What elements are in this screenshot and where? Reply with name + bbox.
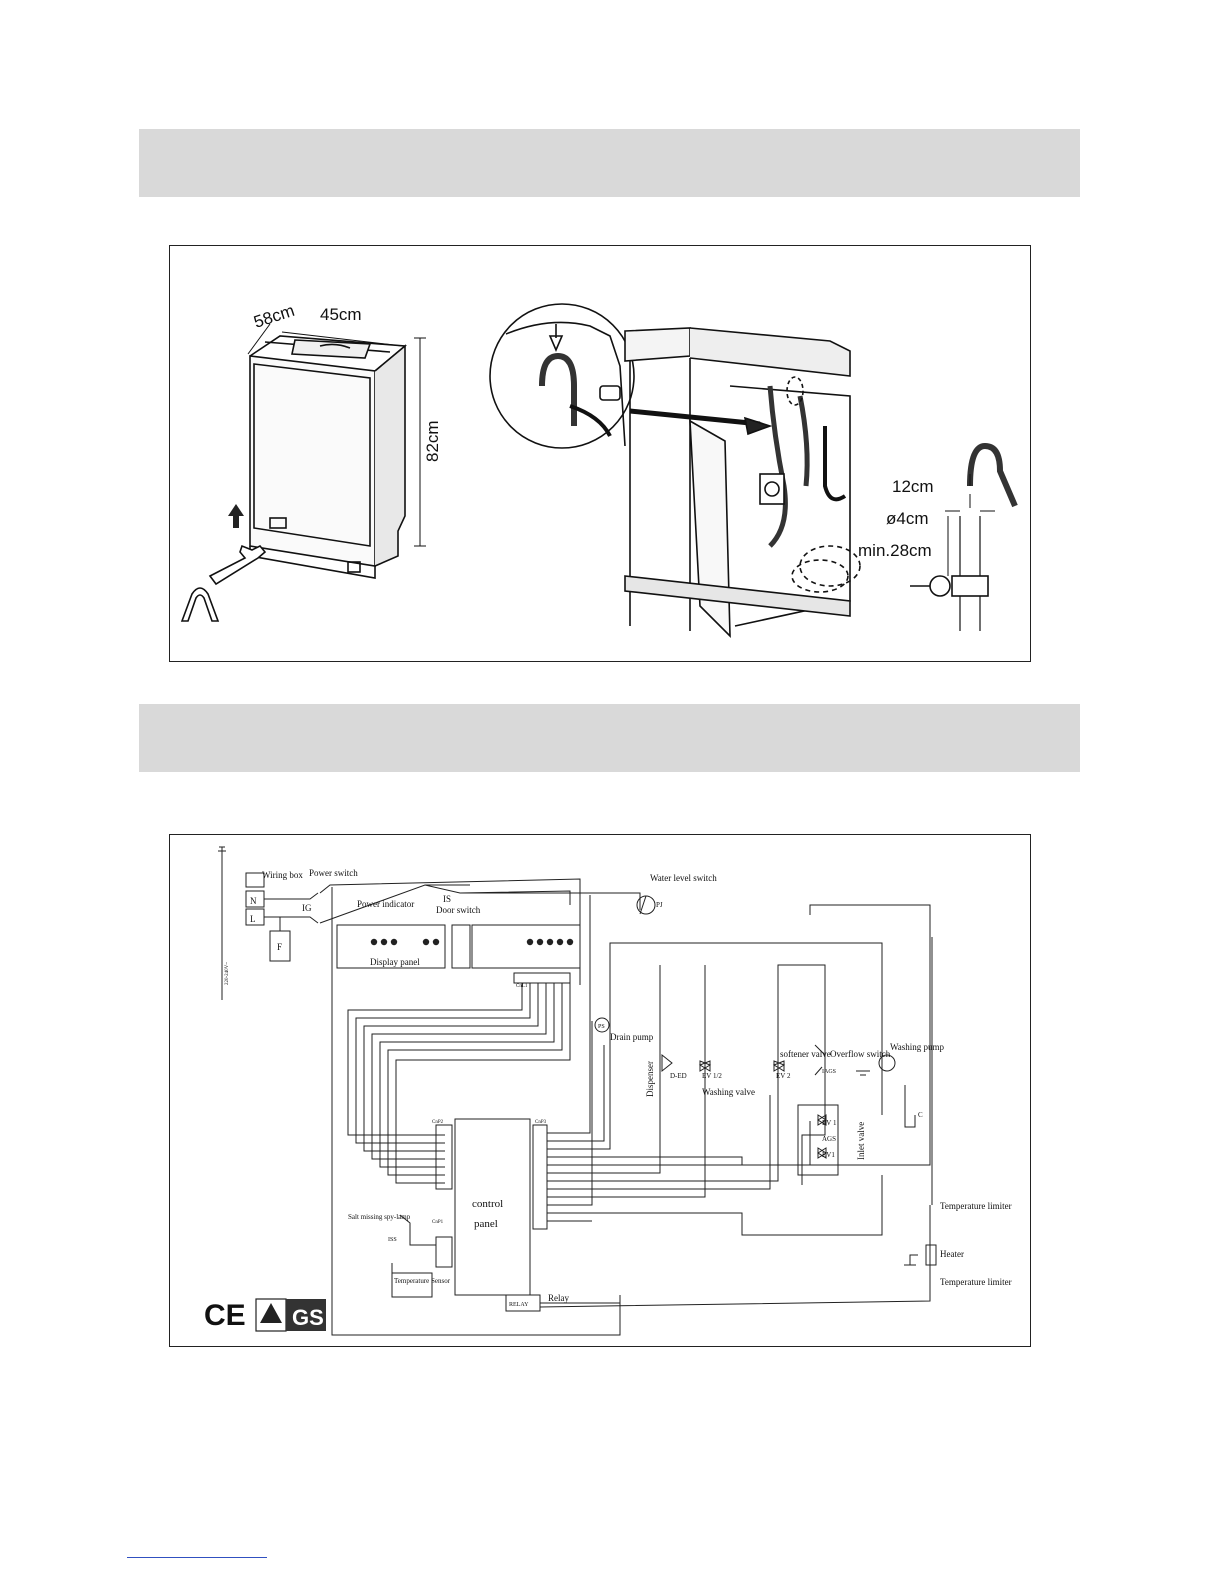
ags-label: AGS	[822, 1135, 836, 1143]
temperature-sensor-label: Temperature Sensor	[394, 1277, 451, 1285]
terminal-l: L	[250, 914, 256, 924]
dimension-height: 82cm	[423, 420, 442, 462]
drain-pump-label: Drain pump	[610, 1032, 654, 1042]
fuse-label: F	[277, 942, 282, 952]
wiring-box-label: Wiring box	[262, 870, 303, 880]
d-ed-label: D-ED	[670, 1072, 687, 1080]
cn-l1-label: CnL1	[516, 984, 528, 989]
gs-mark-box	[286, 1299, 326, 1331]
drain-min-height: min.28cm	[858, 541, 932, 560]
gs-mark: GS	[292, 1305, 324, 1330]
ev-1-2-label: EV 1/2	[702, 1072, 722, 1080]
ps-label: PS	[598, 1024, 605, 1030]
heater-label: Heater	[940, 1249, 964, 1259]
door-switch-code: IS	[443, 894, 451, 904]
temperature-limiter-1-label: Temperature limiter	[940, 1201, 1012, 1211]
relay-label: Relay	[548, 1293, 569, 1303]
control-panel-label-line2: panel	[474, 1218, 498, 1230]
washing-pump-label: Washing pump	[890, 1042, 945, 1052]
power-switch-label: Power switch	[309, 868, 358, 878]
softener-valve-label: softener valve	[780, 1049, 831, 1059]
control-panel-label-line1: control	[472, 1198, 503, 1210]
iss-label: ISS	[388, 1237, 397, 1243]
overflow-switch-label: Overflow switch	[830, 1049, 891, 1059]
installation-illustration: 58cm 45cm 82cm 12cm ø4cm min.28cm	[180, 301, 1018, 638]
door-switch-label: Door switch	[436, 905, 481, 915]
washing-valve-label: Washing valve	[702, 1087, 755, 1097]
wiring-diagram: Wiring box Power switch Power indicator …	[169, 834, 1031, 1347]
ev1-bottom-label: EV1	[822, 1151, 835, 1159]
terminal-n: N	[250, 896, 257, 906]
cn-p2-label: CnP2	[432, 1120, 444, 1125]
water-level-switch-label: Water level switch	[650, 873, 717, 883]
ig-label: IG	[302, 903, 312, 913]
drain-pipe-diameter: ø4cm	[886, 509, 929, 528]
section-header-band-wiring	[139, 704, 1080, 772]
section-header-band-installation	[139, 129, 1080, 197]
cn-p3-label: CnP3	[535, 1120, 547, 1125]
installation-figure: 58cm 45cm 82cm 12cm ø4cm min.28cm	[169, 245, 1031, 662]
dimension-depth: 58cm	[251, 301, 296, 332]
drain-hose-rise: 12cm	[892, 477, 934, 496]
relay-box-label: RELAY	[509, 1302, 529, 1308]
ev1-top-label: EV 1	[822, 1119, 837, 1127]
temperature-limiter-2-label: Temperature limiter	[940, 1277, 1012, 1287]
pj-label: PJ	[656, 901, 663, 909]
voltage-label: 220-240V~	[225, 962, 230, 985]
power-indicator-label: Power indicator	[357, 899, 414, 909]
dispenser-label: Dispenser	[645, 1061, 655, 1097]
salt-missing-label: Salt missing spy-lamp	[348, 1213, 411, 1221]
wiring-schematic: Wiring box Power switch Power indicator …	[204, 846, 1012, 1336]
ce-mark: CE	[204, 1299, 246, 1332]
iags-label: IAGS	[822, 1069, 836, 1075]
dimension-width: 45cm	[320, 305, 362, 324]
cn-p1-label: CnP1	[432, 1220, 444, 1225]
display-panel-label: Display panel	[370, 957, 420, 967]
tuv-triangle-icon	[260, 1303, 282, 1323]
capacitor-label: C	[918, 1111, 923, 1119]
ev2-label: EV 2	[776, 1072, 791, 1080]
inlet-valve-label: Inlet valve	[856, 1122, 866, 1160]
footnote-rule	[127, 1557, 267, 1558]
